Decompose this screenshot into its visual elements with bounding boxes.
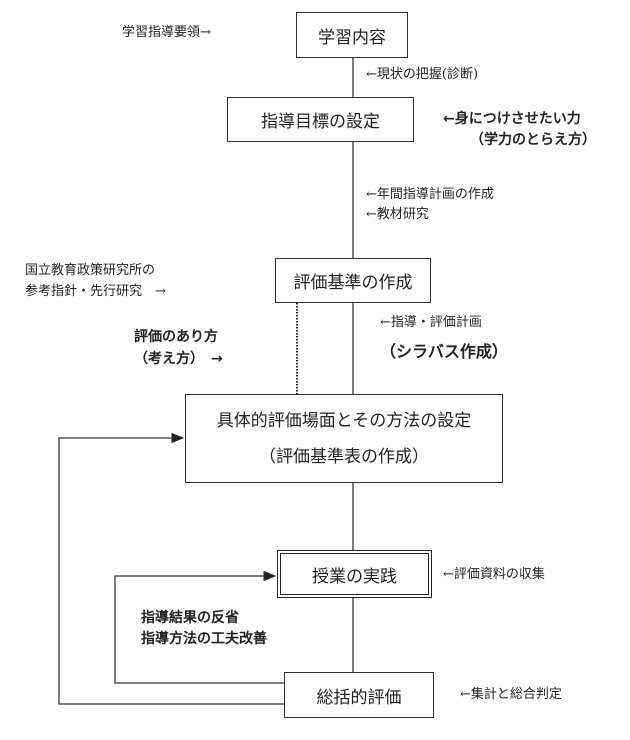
- note-nier-line2: 参考指針・先行研究 →: [25, 284, 166, 299]
- box-specific-evaluation-line1: 具体的評価場面とその方法の設定: [216, 410, 472, 431]
- note-nier-line1: 国立教育政策研究所の: [25, 263, 156, 278]
- note-curriculum-guideline: 学習指導要領→: [122, 25, 211, 40]
- note-material-research: ←教材研究: [366, 207, 429, 222]
- box-criteria-creation: 評価基準の作成: [275, 258, 431, 303]
- note-abilities-line2: （学力のとらえ方）: [470, 132, 596, 148]
- box-specific-evaluation: 具体的評価場面とその方法の設定 （評価基準表の作成）: [185, 394, 503, 483]
- note-syllabus: （シラバス作成）: [380, 342, 508, 361]
- box-criteria-creation-label: 評価基準の作成: [293, 273, 413, 293]
- note-eval-approach-line1: 評価のあり方: [134, 329, 218, 345]
- note-current-state: ←現状の把握(診断): [366, 67, 479, 82]
- box-learning-content-label: 学習内容: [318, 27, 386, 48]
- note-eval-approach-line2: （考え方） →: [134, 351, 223, 367]
- note-annual-plan: ←年間指導計画の作成: [366, 187, 494, 202]
- box-summative-evaluation: 総括的評価: [284, 672, 434, 718]
- box-learning-content: 学習内容: [296, 12, 408, 58]
- note-teaching-eval-plan: ←指導・評価計画: [380, 315, 482, 330]
- box-lesson-practice: 授業の実践: [277, 550, 432, 598]
- box-goal-setting: 指導目標の設定: [227, 97, 414, 142]
- note-reflection-line2: 指導方法の工夫改善: [141, 631, 267, 647]
- note-collect-materials: ←評価資料の収集: [443, 567, 545, 582]
- feedback-loop-inner: [114, 570, 284, 684]
- note-reflection-line1: 指導結果の反省: [141, 610, 239, 626]
- box-specific-evaluation-line2: （評価基準表の作成）: [259, 446, 429, 467]
- note-abilities-line1: ←身につけさせたい力: [443, 111, 581, 127]
- box-lesson-practice-label: 授業の実践: [312, 566, 397, 587]
- box-goal-setting-label: 指導目標の設定: [261, 112, 380, 132]
- feedback-loop-outer: [58, 432, 284, 705]
- note-aggregate-judgment: ←集計と総合判定: [460, 687, 562, 702]
- box-summative-evaluation-label: 総括的評価: [316, 687, 402, 708]
